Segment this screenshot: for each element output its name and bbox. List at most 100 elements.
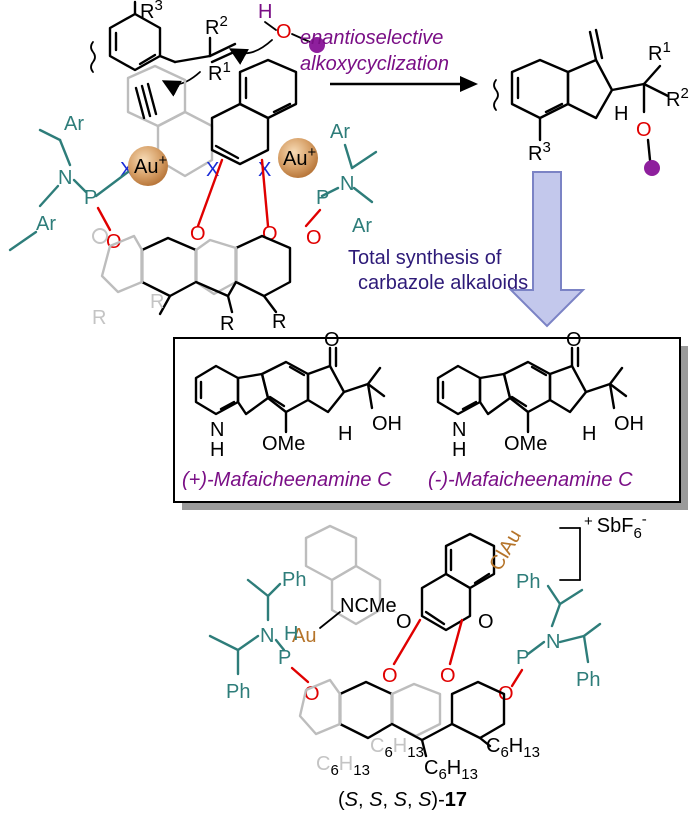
curved-arrow-2 bbox=[161, 71, 201, 97]
r-label-grey-1: R bbox=[92, 307, 106, 329]
clau-label: ClAu bbox=[485, 526, 526, 575]
product-r1: R1 bbox=[648, 39, 671, 65]
n-label-left: N bbox=[58, 167, 72, 189]
calix17-ring-left bbox=[338, 680, 394, 740]
n-label-right: N bbox=[340, 173, 354, 195]
catalyst-substrate-complex: R3 R2 R1 H O X X X Au+ bbox=[8, 0, 378, 335]
catalyst-17: +SbF6- O O Au NCMe ClAu Ph N Ph P H O bbox=[208, 511, 647, 811]
synthesis-label-line1: Total synthesis of bbox=[348, 247, 502, 269]
left-h: H bbox=[338, 423, 352, 445]
o-label-calix-1: O bbox=[190, 223, 206, 245]
quinone-o-right: O bbox=[478, 611, 494, 633]
alcohol-o: O bbox=[276, 21, 292, 43]
p-label-right: P bbox=[316, 187, 329, 209]
p-label-left: P bbox=[84, 187, 97, 209]
left-nh-h: H bbox=[210, 439, 224, 461]
grey-back-naphtho-ring-1 bbox=[304, 524, 358, 582]
calix17-ring-left-back bbox=[298, 678, 342, 736]
o-label-calix-2: O bbox=[262, 223, 278, 245]
right-oh: OH bbox=[614, 413, 644, 435]
left-ketone-o: O bbox=[324, 329, 340, 351]
product-r3: R3 bbox=[528, 139, 551, 165]
front-naphtho-ring-2 bbox=[420, 572, 472, 632]
ar-label-right-top: Ar bbox=[330, 121, 350, 143]
alcohol-h: H bbox=[258, 1, 272, 23]
r-label-4: R bbox=[272, 311, 286, 333]
left-oh: OH bbox=[372, 413, 402, 435]
au-ncme-au: Au bbox=[292, 625, 316, 647]
ph-label-1: Ph bbox=[282, 569, 306, 591]
carbazole-right: O OH H OMe N H (-)-Mafaicheenamine C bbox=[428, 329, 644, 491]
ph-label-2: Ph bbox=[226, 681, 250, 703]
ar-label-left-bottom: Ar bbox=[36, 213, 56, 235]
catalyst-caption: (S, S, S, S)-17 bbox=[338, 789, 467, 811]
curved-arrow-1 bbox=[228, 39, 273, 65]
grey-back-naphtho-ring-2 bbox=[330, 564, 382, 626]
synthesis-label-line2: carbazole alkaloids bbox=[358, 272, 528, 294]
gold-atom-left-icon bbox=[128, 146, 168, 186]
right-h: H bbox=[582, 423, 596, 445]
o-17-right: O bbox=[498, 683, 514, 705]
r1-label: R1 bbox=[208, 59, 231, 85]
o-label-right-p: O bbox=[306, 227, 322, 249]
r-label-3: R bbox=[220, 313, 234, 335]
carbazole-left: O OH H OMe N H (+)-Mafaicheenamine C bbox=[182, 329, 402, 491]
calix-ring-right-front bbox=[234, 234, 292, 298]
au-ncme-ligand: NCMe bbox=[340, 595, 397, 617]
natural-products-box: O OH H OMe N H (+)-Mafaicheenamine C bbox=[173, 329, 688, 510]
c6h13-grey-1: C6H13 bbox=[316, 753, 370, 779]
p-label-17-left: P bbox=[278, 647, 291, 669]
box-frame bbox=[173, 337, 681, 503]
n-label-17-left: N bbox=[260, 625, 274, 647]
reaction-label-line1: enantioselective bbox=[300, 27, 443, 49]
calix-ring-left-back bbox=[100, 234, 144, 294]
p-label-17-right: P bbox=[516, 647, 529, 669]
ph-label-3: Ph bbox=[516, 571, 540, 593]
product-cyclopentane bbox=[566, 58, 614, 120]
right-ketone-o: O bbox=[566, 329, 582, 351]
r3-label: R3 bbox=[140, 0, 163, 23]
ph-label-4: Ph bbox=[576, 669, 600, 691]
ar-label-left-top: Ar bbox=[64, 113, 84, 135]
au-left: Au+ bbox=[134, 152, 167, 178]
left-ome: OMe bbox=[262, 433, 305, 455]
c6h13-grey-2: C6H13 bbox=[370, 735, 424, 761]
n-label-17-right: N bbox=[546, 631, 560, 653]
gold-atom-right-icon bbox=[278, 138, 318, 178]
product-nucleophile-ball-icon bbox=[644, 160, 660, 176]
product-arene-ring bbox=[510, 58, 570, 120]
front-pyrazine-ring bbox=[210, 102, 270, 166]
h-label-17-left: H bbox=[284, 623, 298, 645]
reaction-arrow: enantioselective alkoxycyclization bbox=[300, 27, 478, 92]
r-label-grey-2: R bbox=[150, 291, 164, 313]
o-17-calix-2: O bbox=[440, 665, 456, 687]
calix-ring-left-front bbox=[140, 236, 198, 298]
right-nh: N bbox=[452, 419, 466, 441]
down-arrow-icon bbox=[508, 171, 586, 328]
arrowhead-icon bbox=[460, 76, 478, 92]
wavy-bond-product bbox=[493, 79, 499, 111]
quinone-o-left: O bbox=[396, 611, 412, 633]
indanone-product: R3 H R1 R2 O bbox=[493, 28, 689, 176]
r2-label: R2 bbox=[205, 13, 228, 39]
synthesis-arrow: Total synthesis of carbazole alkaloids bbox=[348, 171, 586, 328]
nucleophile-ball-icon bbox=[309, 37, 325, 53]
calix17-ring-right bbox=[450, 680, 506, 740]
au-right: Au+ bbox=[283, 144, 316, 170]
product-h: H bbox=[614, 103, 628, 125]
right-product-name: (-)-Mafaicheenamine C bbox=[428, 469, 633, 491]
right-ome: OMe bbox=[504, 433, 547, 455]
product-r2: R2 bbox=[666, 85, 689, 111]
product-o: O bbox=[636, 119, 652, 141]
left-product-name: (+)-Mafaicheenamine C bbox=[182, 469, 392, 491]
c6h13-black-2: C6H13 bbox=[486, 735, 540, 761]
reaction-label-line2: alkoxycyclization bbox=[300, 53, 449, 75]
ar-label-right-bottom: Ar bbox=[352, 215, 372, 237]
right-nh-h: H bbox=[452, 439, 466, 461]
counterion: +SbF6- bbox=[584, 511, 647, 542]
left-nh: N bbox=[210, 419, 224, 441]
c6h13-black-1: C6H13 bbox=[424, 757, 478, 783]
o-17-calix-1: O bbox=[382, 665, 398, 687]
wavy-bond bbox=[90, 41, 96, 73]
